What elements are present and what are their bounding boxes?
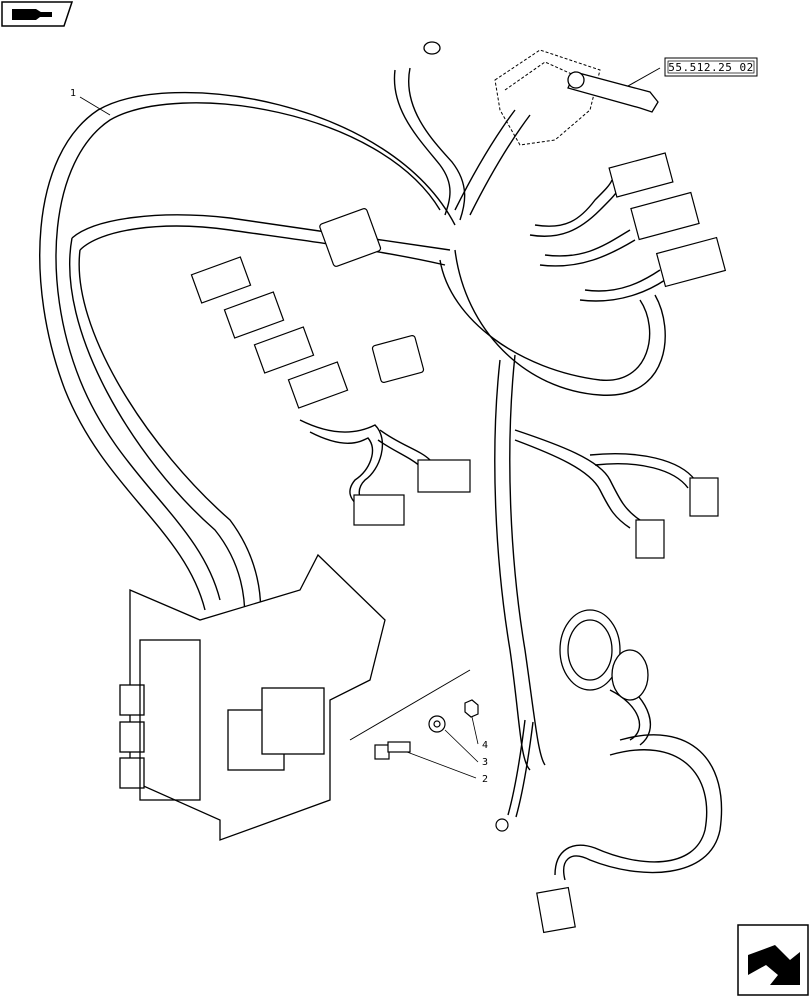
next-page-arrow-icon[interactable] (737, 924, 809, 996)
round-connector[interactable] (559, 609, 649, 701)
callout-2: 2 (482, 774, 488, 785)
book-arrow-icon[interactable] (1, 1, 74, 27)
section-line (349, 669, 471, 741)
connector-group-left[interactable] (190, 256, 349, 409)
callout-3: 3 (482, 757, 488, 768)
tube-end (423, 41, 441, 55)
reference-box[interactable]: 55.512.25 02 (611, 57, 758, 96)
callouts: 1 2 3 4 (70, 88, 488, 785)
switch-lever (567, 71, 659, 113)
plug-connector[interactable] (536, 886, 576, 934)
ground-ring-terminal (495, 818, 509, 832)
callout-leaders (79, 96, 479, 779)
nut[interactable] (464, 699, 479, 718)
reference-label: 55.512.25 02 (668, 61, 753, 74)
connector-multi-pin[interactable] (319, 208, 425, 383)
fuse-relay-bracket[interactable] (119, 553, 386, 841)
harness-cables (39, 67, 723, 881)
connector-small-right[interactable] (635, 477, 719, 559)
relay-blocks (227, 687, 325, 771)
connector-group-right-top[interactable] (608, 152, 727, 288)
callout-4: 4 (482, 740, 488, 751)
connector-small-left[interactable] (353, 459, 471, 526)
callout-1: 1 (70, 88, 76, 99)
washer[interactable] (428, 715, 446, 733)
bolt[interactable] (374, 741, 411, 760)
switch-assembly[interactable] (494, 49, 601, 146)
